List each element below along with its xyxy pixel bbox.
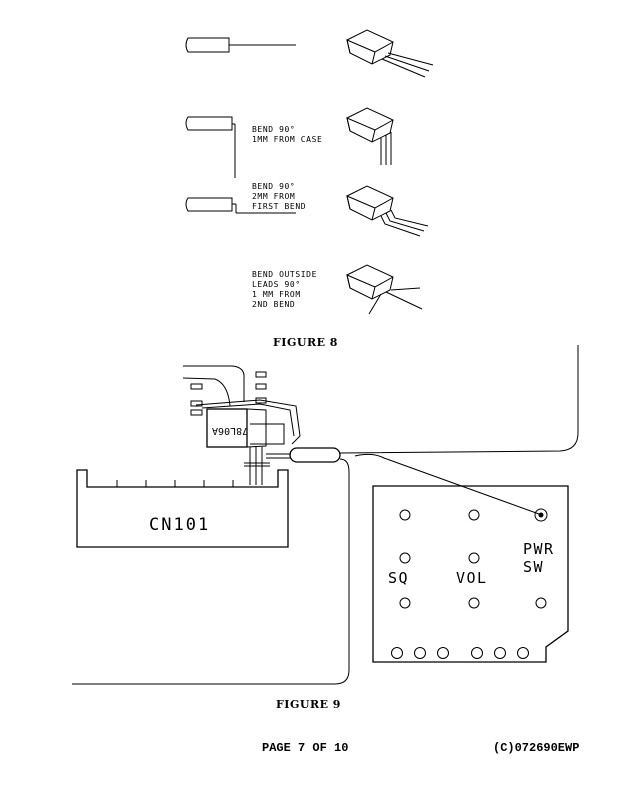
step-4-note-line-3: 1 MM FROM — [252, 290, 301, 299]
step-4-note-line-4: 2ND BEND — [252, 300, 295, 309]
edge-pad — [437, 647, 449, 659]
cn101-connector: CN101 — [76, 469, 289, 548]
step-4-outside-lead-bend: BEND OUTSIDE LEADS 90° 1 MM FROM 2ND BEN… — [252, 264, 423, 315]
step-2-first-bend: BEND 90° 1MM FROM CASE — [185, 107, 394, 178]
inline-component — [289, 447, 341, 463]
figure-9-caption: FIGURE 9 — [276, 698, 341, 711]
regulator-marking: 78L06A — [212, 425, 248, 436]
edge-pad — [517, 647, 529, 659]
figure-8-caption: FIGURE 8 — [273, 336, 338, 349]
pad — [255, 383, 267, 390]
squelch-label: SQ — [388, 569, 409, 587]
edge-pad — [414, 647, 426, 659]
mounting-hole — [468, 509, 480, 521]
transistor-3d-view — [346, 264, 423, 315]
mounting-hole — [468, 597, 480, 609]
edge-pad — [391, 647, 403, 659]
figure-8: BEND 90° 1MM FROM CASE BEND 90° 2MM FROM… — [185, 29, 434, 349]
upper-lead-wire — [339, 345, 579, 454]
step-1-straight-leads — [185, 29, 434, 78]
control-board: SQ VOL PWR SW — [372, 485, 569, 663]
switch-label: SW — [523, 558, 544, 576]
power-switch-pad-center — [538, 512, 544, 518]
transistor-3d-view — [346, 185, 429, 237]
jumper-wire — [183, 365, 245, 402]
step-3-note-line-2: 2MM FROM — [252, 192, 295, 201]
regulator-body — [206, 408, 248, 448]
pad — [255, 371, 267, 378]
pad — [190, 409, 203, 416]
transistor-side-view — [185, 116, 233, 131]
lower-lead-wire — [72, 458, 350, 685]
step-3-second-bend: BEND 90° 2MM FROM FIRST BEND — [185, 182, 429, 237]
step-3-note-line-1: BEND 90° — [252, 182, 295, 191]
page-number: PAGE 7 OF 10 — [262, 741, 348, 755]
step-4-note-line-1: BEND OUTSIDE — [252, 270, 317, 279]
edge-pad — [471, 647, 483, 659]
step-2-note-line-2: 1MM FROM CASE — [252, 135, 322, 144]
volume-pad — [468, 552, 480, 564]
page-footer: PAGE 7 OF 10 (C)072690EWP — [262, 741, 579, 755]
power-switch-wire — [354, 453, 540, 515]
transistor-3d-view — [346, 107, 394, 165]
volume-label: VOL — [456, 569, 488, 587]
regulator-assembly: 78L06A — [182, 365, 301, 485]
edge-pad — [494, 647, 506, 659]
step-4-note-line-2: LEADS 90° — [252, 280, 301, 289]
power-switch-pad — [534, 508, 548, 522]
pad — [190, 383, 203, 390]
transistor-side-view — [185, 37, 230, 53]
mounting-hole — [399, 509, 411, 521]
mounting-hole — [399, 597, 411, 609]
step-3-note-line-3: FIRST BEND — [252, 202, 306, 211]
mounting-hole — [535, 597, 547, 609]
power-label: PWR — [523, 540, 555, 558]
transistor-side-view — [185, 197, 233, 212]
transistor-3d-view — [346, 29, 434, 78]
step-2-note-line-1: BEND 90° — [252, 125, 295, 134]
connector-label: CN101 — [149, 515, 210, 535]
squelch-pad — [399, 552, 411, 564]
figure-9: 78L06A CN101 — [72, 345, 579, 711]
copyright-notice: (C)072690EWP — [493, 741, 579, 755]
board-outline — [372, 485, 569, 663]
pad — [190, 400, 203, 407]
